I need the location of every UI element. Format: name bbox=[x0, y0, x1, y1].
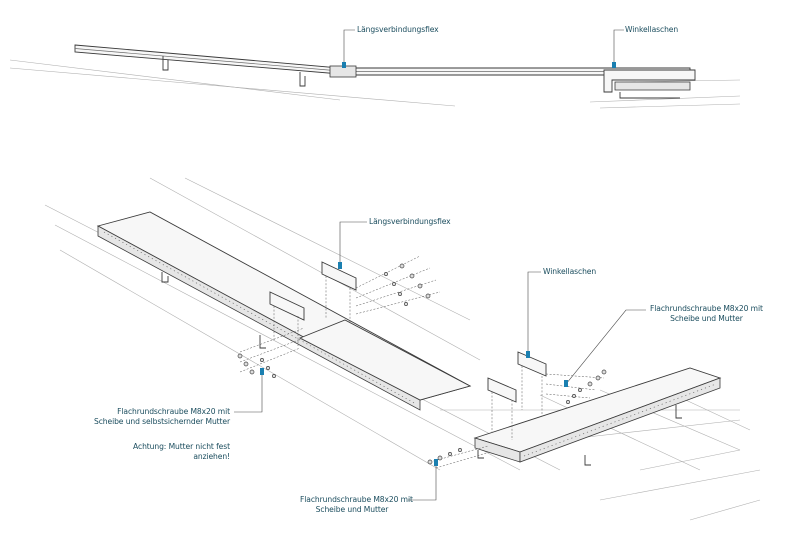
top-detail-view bbox=[9, 29, 741, 109]
label-schraube-left: Flachrundschraube M8x20 mit Scheibe und … bbox=[94, 407, 230, 427]
rail-joint-segment bbox=[298, 319, 472, 401]
winkellasche-plate bbox=[517, 351, 547, 377]
label-schraube-bottom: Flachrundschraube M8x20 mit Scheibe und … bbox=[300, 495, 413, 515]
marker bbox=[564, 380, 568, 387]
roof-line bbox=[559, 419, 741, 441]
label-schraube-bottom-line1: Flachrundschraube M8x20 mit bbox=[300, 495, 413, 504]
roof-hook bbox=[259, 335, 266, 349]
roof-line bbox=[689, 499, 761, 521]
rail-hole-row bbox=[103, 231, 417, 405]
bolt-row-lower-connector bbox=[237, 327, 305, 378]
roof-line bbox=[149, 177, 481, 361]
marker bbox=[342, 62, 346, 68]
roof-line bbox=[599, 103, 741, 109]
roof-hook bbox=[675, 405, 682, 419]
winkellasche-top bbox=[603, 69, 696, 93]
rail-left-side-face bbox=[97, 225, 421, 411]
roof-line bbox=[599, 469, 761, 501]
leader-winkellaschen bbox=[527, 271, 541, 354]
laengsverbinder-plate bbox=[321, 261, 357, 291]
label-winkellaschen: Winkellaschen bbox=[543, 267, 597, 276]
leader-line bbox=[613, 29, 624, 66]
label-schraube-bottom-line2: Scheibe und Mutter bbox=[315, 505, 389, 514]
label-top-laengsverbindungsflex: Längsverbindungsflex bbox=[357, 25, 439, 34]
leader-schraube-left bbox=[234, 372, 263, 413]
roof-hook bbox=[162, 56, 169, 71]
label-achtung-line1: Achtung: Mutter nicht fest bbox=[133, 442, 230, 451]
rail-hole-row bbox=[523, 383, 717, 457]
marker bbox=[434, 459, 438, 466]
marker bbox=[526, 351, 530, 358]
roof-hook bbox=[299, 72, 306, 87]
label-schraube-left-line2: Scheibe und selbstsichernder Mutter bbox=[94, 417, 231, 426]
main-exploded-view bbox=[44, 177, 761, 521]
roof-hook bbox=[477, 450, 484, 459]
roof-line bbox=[9, 59, 341, 101]
roof-line bbox=[589, 95, 741, 103]
marker bbox=[260, 368, 264, 375]
marker bbox=[612, 62, 616, 68]
label-schraube-right-line1: Flachrundschraube M8x20 mit bbox=[650, 304, 763, 313]
roof-line bbox=[539, 394, 701, 471]
rail-hole-line bbox=[74, 48, 341, 72]
roof-line bbox=[639, 449, 741, 471]
label-laengsverbindungsflex: Längsverbindungsflex bbox=[369, 217, 451, 226]
winkellasche-foot bbox=[614, 81, 691, 91]
label-schraube-right-line2: Scheibe und Mutter bbox=[670, 314, 743, 323]
leader-line bbox=[343, 29, 355, 66]
roof-line bbox=[54, 224, 521, 471]
roof-hook bbox=[161, 272, 169, 283]
leader-schraube-right bbox=[565, 309, 646, 385]
roof-hook bbox=[584, 455, 591, 466]
marker bbox=[338, 262, 342, 269]
leader-laengsverbindung bbox=[339, 221, 367, 264]
leader-schraube-bottom bbox=[408, 462, 437, 501]
label-schraube-left-line1: Flachrundschraube M8x20 mit bbox=[117, 407, 230, 416]
roof-line bbox=[59, 249, 441, 471]
label-achtung: Achtung: Mutter nicht fest anziehen! bbox=[94, 442, 230, 462]
assembly-guide bbox=[491, 366, 543, 440]
roof-line bbox=[9, 67, 456, 107]
bolt-row-upper-connector bbox=[355, 255, 441, 315]
roof-hook bbox=[619, 92, 680, 99]
winkellasche-plate bbox=[487, 377, 517, 403]
rail-right-side-face bbox=[519, 377, 721, 463]
label-achtung-line2: anziehen! bbox=[193, 452, 230, 461]
label-top-winkellaschen: Winkellaschen bbox=[625, 25, 679, 34]
bolt-row-winkellasche-left bbox=[427, 445, 491, 469]
laengsverbinder-plate bbox=[269, 291, 305, 321]
bolt-row-winkellasche-right bbox=[545, 369, 607, 404]
label-schraube-right: Flachrundschraube M8x20 mit Scheibe und … bbox=[650, 304, 763, 324]
